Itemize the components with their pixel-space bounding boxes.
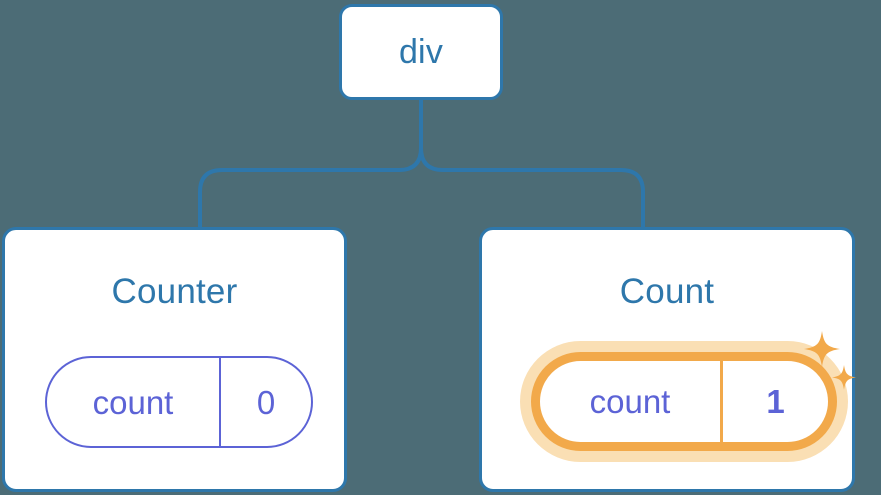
state-key-label: count: [92, 383, 174, 421]
node-root-div[interactable]: div: [339, 4, 503, 100]
state-pill-count[interactable]: count 0: [45, 356, 313, 448]
sparkle-icon-group: [804, 331, 856, 390]
sparkle-icon-small: [832, 365, 856, 390]
card-title-counter: Counter: [111, 272, 238, 311]
state-pill-key-cell: count: [47, 358, 221, 446]
node-card-count[interactable]: Count count 1: [479, 227, 856, 492]
state-value-label: 0: [256, 383, 276, 421]
sparkle-icon-large: [804, 331, 840, 367]
state-pill-key-cell: count: [540, 361, 723, 442]
root-node-label: div: [398, 33, 444, 71]
card-title-count: Count: [619, 272, 715, 311]
state-value-label: 1: [766, 383, 785, 420]
state-pill-value-cell: 0: [221, 358, 311, 446]
node-card-counter[interactable]: Counter count 0: [2, 227, 347, 492]
state-pill-count-highlighted-wrapper[interactable]: count 1: [520, 341, 848, 462]
state-key-label: count: [589, 383, 671, 420]
state-pill-count-highlighted[interactable]: count 1: [531, 352, 837, 451]
state-pill-value-cell: 1: [723, 361, 828, 442]
